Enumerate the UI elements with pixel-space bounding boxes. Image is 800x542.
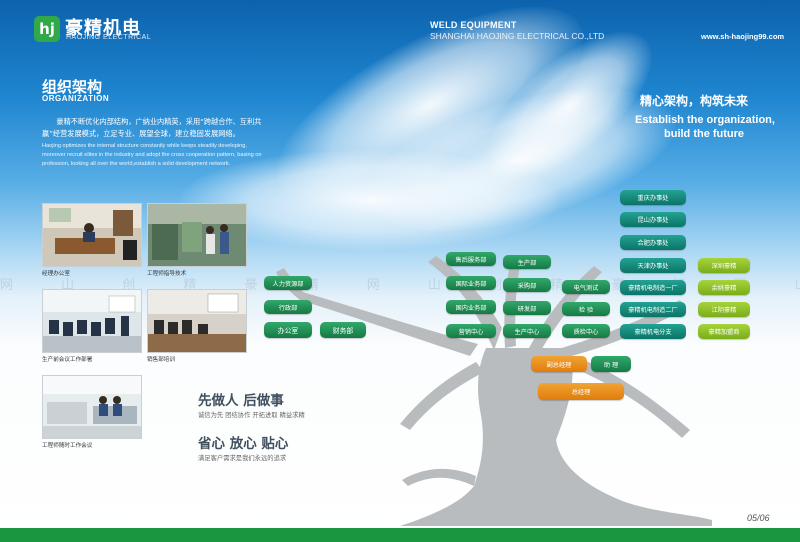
motto-line2: 省心 放心 贴心 (198, 436, 289, 452)
company-name-cn: 豪精机电 (65, 18, 141, 39)
org-node-jiangyin[interactable]: 江阴豪精 (698, 302, 750, 317)
motto-line1-sub: 诚信为先 团结协作 开拓进取 精益求精 (198, 412, 305, 419)
motto-line1: 先做人 后做事 (198, 393, 284, 409)
org-node-electrical-test[interactable]: 电气测试 (562, 280, 610, 294)
org-node-yuyao[interactable]: 余姚豪精 (698, 280, 750, 295)
photo-manager-office (42, 203, 142, 267)
photo-caption: 销售部培训 (147, 357, 175, 363)
company-name-en: HAOJING ELECTRICAL (66, 34, 152, 41)
photo-caption: 经理办公室 (42, 271, 70, 277)
org-node-franchisee[interactable]: 豪精加盟商 (698, 324, 750, 339)
org-node-inspection[interactable]: 检 验 (562, 302, 610, 316)
org-node-factory-1[interactable]: 豪精机电制造一厂 (620, 280, 686, 295)
intro-text-en: Haojing optimizes the internal structure… (42, 143, 262, 167)
section-title-en: ORGANIZATION (42, 94, 110, 103)
org-node-rnd[interactable]: 研发部 (503, 301, 551, 315)
header-title: WELD EQUIPMENT (430, 20, 517, 30)
company-logo-mark: hj (34, 16, 60, 42)
org-node-chongqing-office[interactable]: 重庆办事处 (620, 190, 686, 205)
photo-caption: 生产前会议工作部署 (42, 357, 93, 363)
org-node-finance[interactable]: 财务部 (320, 322, 366, 338)
photo-pre-production-meeting (42, 289, 142, 353)
photo-caption: 工程师指导技术 (147, 271, 187, 277)
page-number: 05/06 (747, 513, 770, 523)
org-node-hr[interactable]: 人力资源部 (264, 276, 312, 290)
section-title-cn: 组织架构 (42, 78, 103, 96)
intro-text-cn: 豪精不断优化内部结构，广纳业内精英，采用“跨越合作、互利共赢”经营发展模式，立足… (42, 117, 262, 138)
photo-engineer-guidance (147, 203, 247, 267)
org-node-intl-business[interactable]: 国际业务部 (446, 276, 496, 290)
header-subtitle: SHANGHAI HAOJING ELECTRICAL CO.,LTD (430, 31, 605, 41)
org-node-after-sales[interactable]: 售后服务部 (446, 252, 496, 266)
photo-sales-training (147, 289, 247, 353)
org-node-domestic-business[interactable]: 国内业务部 (446, 300, 496, 314)
slogan-cn: 精心架构，构筑未来 (640, 94, 749, 108)
org-node-kunshan-office[interactable]: 昆山办事处 (620, 212, 686, 227)
org-node-general-manager[interactable]: 总经理 (538, 383, 624, 400)
org-node-office[interactable]: 办公室 (264, 322, 312, 338)
slogan-en-line1: Establish the organization, (635, 114, 775, 126)
org-node-tianjin-office[interactable]: 天津办事处 (620, 258, 686, 273)
org-node-production[interactable]: 生产部 (503, 255, 551, 269)
slogan-en-line2: build the future (664, 128, 745, 140)
footer-bar (0, 528, 800, 542)
motto-line2-sub: 满足客户需求是我们永远的追求 (198, 455, 287, 462)
org-node-production-center[interactable]: 生产中心 (503, 324, 551, 338)
org-node-deputy-manager[interactable]: 副总经理 (531, 356, 587, 372)
org-node-marketing-center[interactable]: 营销中心 (446, 324, 496, 338)
website-link[interactable]: www.sh-haojing99.com (701, 32, 785, 41)
org-node-purchasing[interactable]: 采购部 (503, 278, 551, 292)
org-node-factory-2[interactable]: 豪精机电制造二厂 (620, 302, 686, 317)
photo-engineer-meeting (42, 375, 142, 439)
photo-caption: 工程师随时工作会议 (42, 443, 93, 449)
org-node-assistant[interactable]: 助 理 (591, 356, 631, 372)
org-node-qc-center[interactable]: 质检中心 (562, 324, 610, 338)
org-node-branch[interactable]: 豪精机电分支 (620, 324, 686, 339)
org-node-admin[interactable]: 行政部 (264, 300, 312, 314)
org-node-shenzhen[interactable]: 深圳豪精 (698, 258, 750, 273)
org-node-hefei-office[interactable]: 合肥办事处 (620, 235, 686, 250)
